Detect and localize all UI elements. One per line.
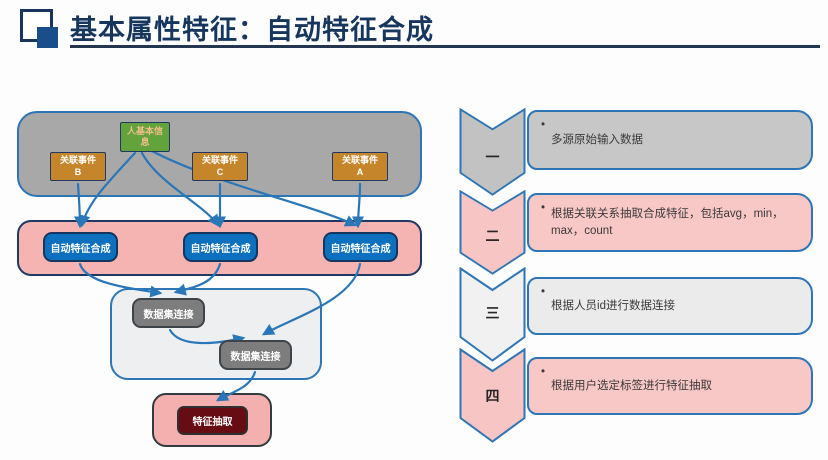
node-label: 自动特征合成 xyxy=(330,243,391,255)
bullet-icon: • xyxy=(541,366,546,378)
node-label: 数据集连接 xyxy=(230,351,281,363)
step1-number: 一 xyxy=(485,149,500,165)
card-related-event-b: 关联事件B xyxy=(50,152,106,181)
step1-box: • 多源原始输入数据 xyxy=(527,110,813,170)
bullet-icon: • xyxy=(541,286,546,298)
step4-box: • 根据用户选定标签进行特征抽取 xyxy=(527,357,813,415)
step4-chevron-down-icon xyxy=(459,348,526,443)
step1-text: 多源原始输入数据 xyxy=(551,133,644,146)
step2-number: 二 xyxy=(485,228,500,244)
auto-feature-synthesis-node-2: 自动特征合成 xyxy=(183,232,258,262)
flow-diagram: 人基本信息 关联事件B 关联事件C 关联事件A 自动特征合成 自动特征合成 自动… xyxy=(0,0,450,460)
step3-number: 三 xyxy=(485,305,500,321)
node-label: 数据集连接 xyxy=(143,309,194,321)
step2-text: 根据关联关系抽取合成特征，包括avg，min，max，count xyxy=(551,207,784,237)
step4-text: 根据用户选定标签进行特征抽取 xyxy=(551,379,713,392)
steps-list: 一 • 多源原始输入数据 二 • 根据关联关系抽取合成特征，包括avg，min，… xyxy=(455,0,828,460)
step2-box: • 根据关联关系抽取合成特征，包括avg，min，max，count xyxy=(527,193,813,252)
auto-feature-synthesis-node-3: 自动特征合成 xyxy=(323,232,398,262)
card-person-basic-info: 人基本信息 xyxy=(120,122,170,152)
card-label: 关联事件C xyxy=(201,155,238,177)
node-label: 特征抽取 xyxy=(192,417,233,428)
step3-box: • 根据人员id进行数据连接 xyxy=(527,277,813,335)
card-label: 关联事件A xyxy=(341,155,378,177)
node-label: 自动特征合成 xyxy=(50,243,111,255)
dataset-join-node-1: 数据集连接 xyxy=(132,298,205,328)
page-title: 基本属性特征：自动特征合成 xyxy=(70,15,434,45)
card-label: 人基本信息 xyxy=(126,125,163,147)
step1-chevron-down-icon xyxy=(459,108,526,196)
dataset-join-node-2: 数据集连接 xyxy=(219,340,292,370)
slide-logo-icon xyxy=(20,8,66,54)
logo-outline-square-icon xyxy=(20,9,53,42)
feature-extraction-node: 特征抽取 xyxy=(177,406,248,435)
node-label: 自动特征合成 xyxy=(190,243,251,255)
title-underline xyxy=(70,45,820,48)
step3-chevron-down-icon xyxy=(459,267,526,362)
card-related-event-c: 关联事件C xyxy=(192,152,248,181)
step3-text: 根据人员id进行数据连接 xyxy=(551,299,675,312)
card-related-event-a: 关联事件A xyxy=(332,152,388,181)
step2-chevron-down-icon xyxy=(459,190,526,275)
card-label: 关联事件B xyxy=(59,155,96,177)
step4-number: 四 xyxy=(485,388,500,404)
auto-feature-synthesis-node-1: 自动特征合成 xyxy=(43,232,118,262)
bullet-icon: • xyxy=(541,119,546,131)
logo-filled-square-icon xyxy=(37,27,58,48)
bullet-icon: • xyxy=(541,202,546,214)
